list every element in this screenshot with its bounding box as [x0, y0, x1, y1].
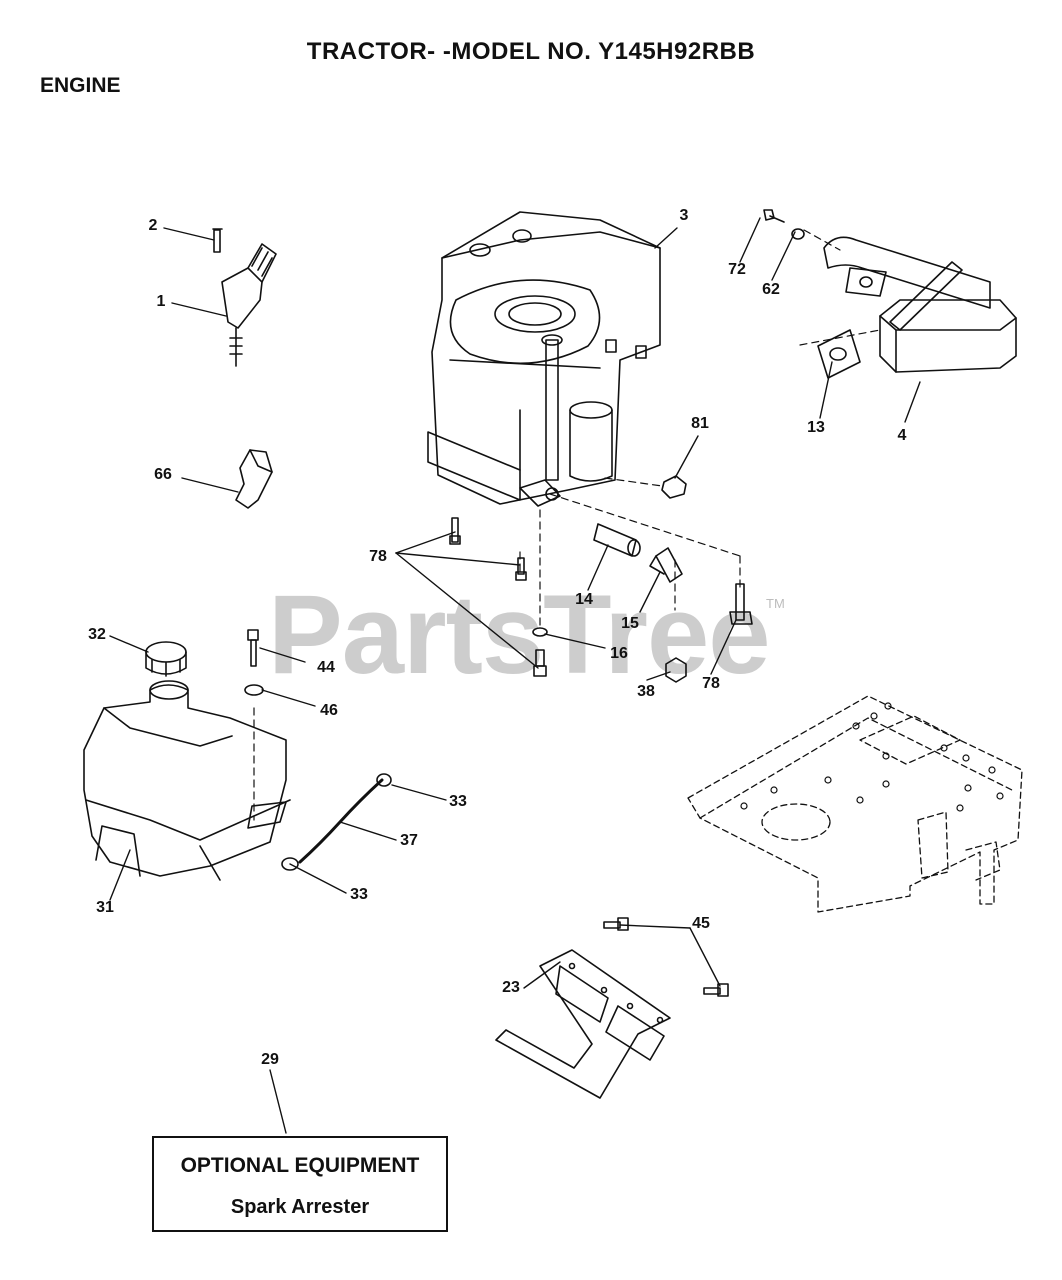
fuel-line-part	[281, 773, 392, 871]
fuel-cap-part	[145, 641, 187, 677]
heat-shield-part	[495, 917, 729, 1099]
callout-78-left: 78	[369, 548, 387, 565]
fastener-parts	[449, 475, 753, 683]
muffler-part	[763, 209, 1017, 379]
fuel-tank-part	[83, 680, 291, 881]
engine-part	[427, 211, 661, 507]
callout-62: 62	[762, 281, 780, 298]
callout-45: 45	[692, 915, 710, 932]
callout-37: 37	[400, 832, 418, 849]
callout-44: 44	[317, 659, 335, 676]
leader-lines	[109, 217, 921, 1134]
tractor-frame-reference	[687, 695, 1023, 913]
watermark-trademark: TM	[766, 596, 785, 611]
callout-3: 3	[679, 207, 689, 224]
callout-32: 32	[88, 626, 106, 643]
section-label: ENGINE	[40, 74, 121, 97]
callout-33-upper: 33	[449, 793, 467, 810]
callout-78-right: 78	[702, 675, 720, 692]
page-title: TRACTOR- -MODEL NO. Y145H92RBB	[306, 38, 756, 65]
optional-equipment-box: OPTIONAL EQUIPMENT Spark Arrester	[152, 1136, 448, 1232]
callout-1: 1	[156, 293, 166, 310]
callout-46: 46	[320, 702, 338, 719]
optional-equipment-item: Spark Arrester	[230, 1196, 370, 1218]
callout-72: 72	[728, 261, 746, 278]
callout-13: 13	[807, 419, 825, 436]
optional-equipment-heading: OPTIONAL EQUIPMENT	[180, 1154, 420, 1177]
callout-33-lower: 33	[350, 886, 368, 903]
callout-16: 16	[610, 645, 628, 662]
callout-15: 15	[621, 615, 639, 632]
callout-2: 2	[148, 217, 158, 234]
callout-38: 38	[637, 683, 655, 700]
callout-23: 23	[502, 979, 520, 996]
throttle-control-part	[212, 228, 277, 367]
callout-31: 31	[96, 899, 114, 916]
watermark-logo: PartsTree	[268, 572, 771, 697]
clip-part	[235, 449, 273, 509]
callout-4: 4	[897, 427, 907, 444]
callout-29: 29	[261, 1051, 279, 1068]
callout-81: 81	[691, 415, 709, 432]
callout-14: 14	[575, 591, 593, 608]
frame-holes	[740, 702, 1004, 812]
callout-66: 66	[154, 466, 172, 483]
assembly-reference-lines	[253, 229, 881, 821]
tank-screw-part	[244, 629, 264, 696]
